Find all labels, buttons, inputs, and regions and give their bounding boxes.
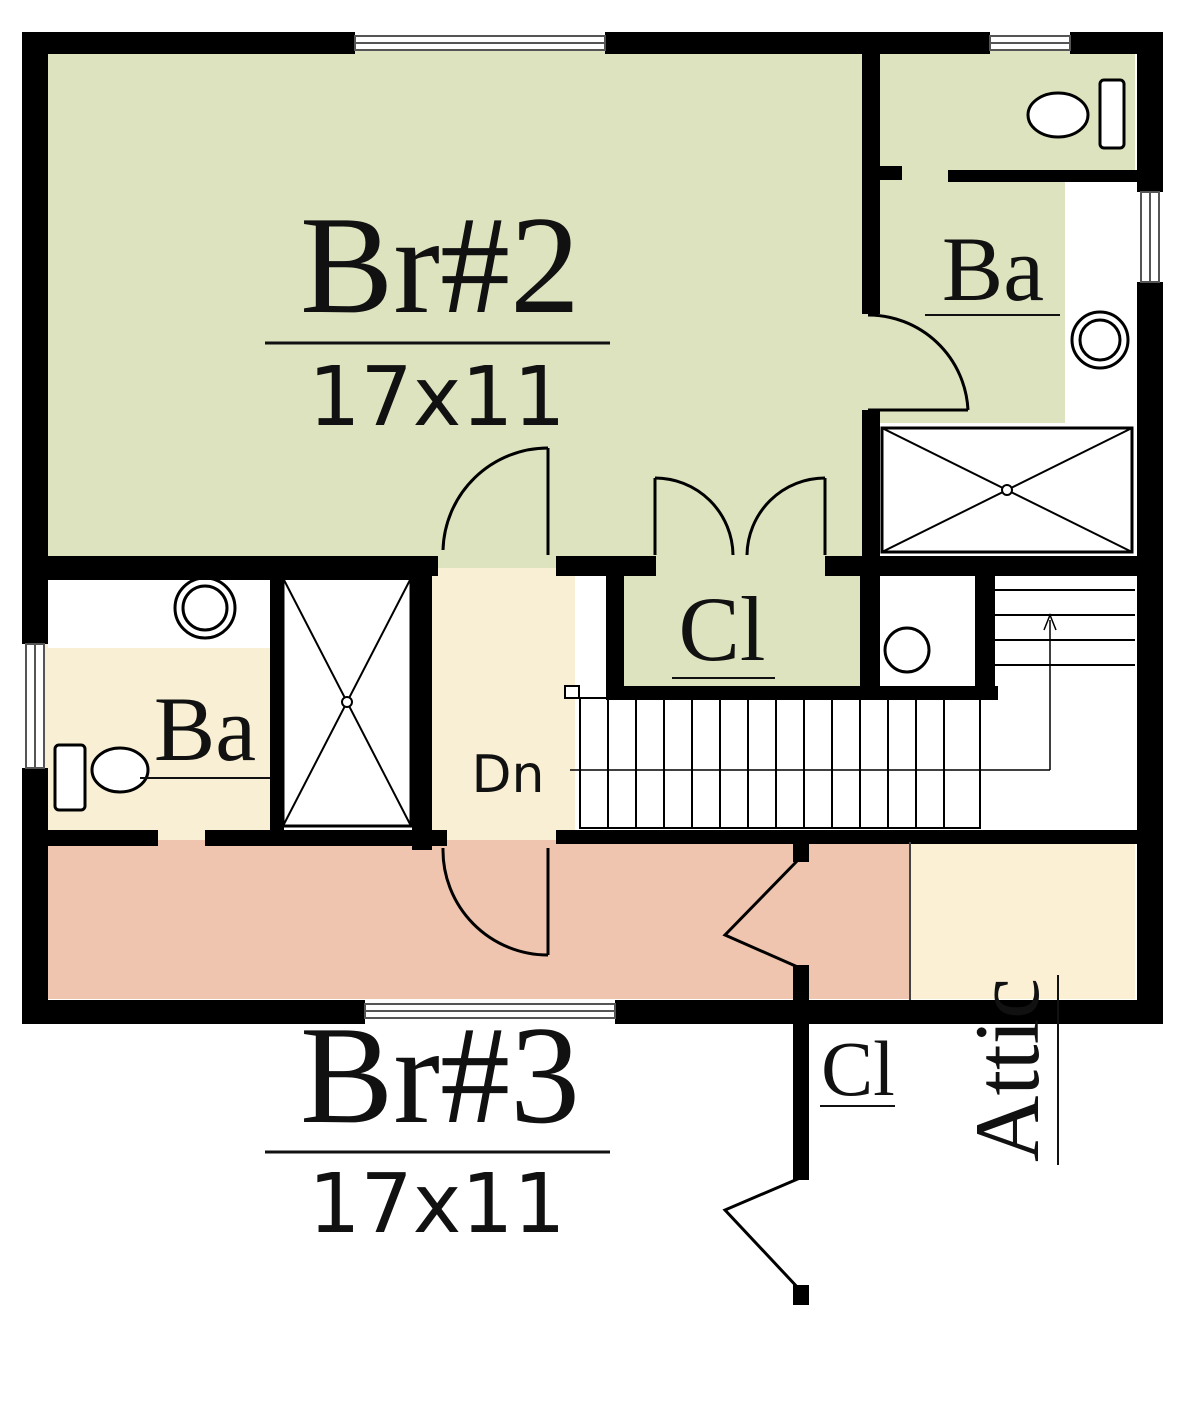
door-bath-upper-swing xyxy=(867,313,970,411)
attic-name: Attic xyxy=(956,978,1058,1162)
wall-closet-lower-mid xyxy=(793,965,809,1180)
stairs-label: Dn xyxy=(472,745,545,805)
staircase xyxy=(564,589,1135,829)
wall-left-top xyxy=(22,32,48,644)
door-closet-bifold-top xyxy=(722,856,802,970)
wall-heater-right xyxy=(975,568,995,698)
wall-bath-upper-partition-right xyxy=(948,170,1138,182)
closet-upper-name: Cl xyxy=(679,578,766,680)
attic-floor xyxy=(910,840,1135,999)
wall-right-bottom xyxy=(1137,282,1163,1005)
bedroom2-size: 17x11 xyxy=(308,350,565,445)
door-br3-swing xyxy=(441,847,549,957)
door-closet-swing-right xyxy=(745,476,826,556)
wall-right-top xyxy=(1137,32,1163,192)
labels: Br#2 17x11 Ba Cl Ba Dn Br#3 17x11 Cl Att… xyxy=(140,188,1060,1252)
bath-upper-name: Ba xyxy=(942,218,1044,320)
lower-sink-inner xyxy=(181,584,229,632)
room-fills xyxy=(40,48,1135,999)
wall-closet-lower-bottom xyxy=(793,1285,809,1305)
wall-hall-left xyxy=(412,568,432,850)
wall-br3-top xyxy=(556,830,1140,844)
wall-lower-bath-bottom-right xyxy=(205,830,447,846)
wall-lower-bath-top xyxy=(40,568,420,580)
wall-bath-upper-left-low xyxy=(862,410,880,575)
closet-lower-name: Cl xyxy=(821,1025,895,1112)
upper-toilet-tank xyxy=(1098,78,1126,150)
upper-toilet-bowl xyxy=(1026,91,1090,139)
upper-bath-vanity-strip xyxy=(1065,180,1135,425)
stair-newel xyxy=(564,685,580,699)
bedroom2-name: Br#2 xyxy=(300,188,580,343)
water-heater xyxy=(883,626,931,674)
doors xyxy=(441,313,970,1292)
wall-bottom-right xyxy=(615,1000,1163,1024)
showers xyxy=(281,426,1134,828)
door-closet-swing-left xyxy=(654,476,735,556)
walls xyxy=(22,32,1163,1305)
closet-lower-floor xyxy=(800,840,910,999)
wall-closet-left xyxy=(606,556,624,698)
shower-drain xyxy=(341,696,353,708)
bedroom3-floor xyxy=(40,840,910,995)
wall-left-bottom xyxy=(22,768,48,1005)
wall-shower-lower-left xyxy=(270,568,284,840)
wall-top-mid xyxy=(605,32,990,54)
wall-closet-right xyxy=(860,556,880,698)
stair-upper-area xyxy=(985,568,1135,693)
lower-bath-vanity-strip xyxy=(48,578,278,648)
bath-lower-name: Ba xyxy=(154,678,256,780)
bedroom3-size: 17x11 xyxy=(308,1157,565,1252)
wall-bath-upper-partition xyxy=(862,166,902,180)
wall-closet-lower-top xyxy=(793,840,809,862)
door-closet-bifold-bottom xyxy=(722,1176,802,1292)
wall-br2-bottom-right xyxy=(825,556,1140,576)
door-br2-swing xyxy=(441,446,549,551)
shower-drain xyxy=(1001,484,1013,496)
lower-toilet-bowl xyxy=(90,746,150,794)
wall-closet-bottom xyxy=(606,686,998,700)
upper-sink-inner xyxy=(1078,318,1122,362)
wall-lower-bath-bottom-left xyxy=(40,830,158,846)
stair-arrow xyxy=(1043,612,1057,631)
stair-run xyxy=(579,697,981,829)
hall-floor xyxy=(425,568,575,840)
fixtures xyxy=(53,78,1130,812)
bedroom2-floor xyxy=(40,48,870,568)
bedroom3-name: Br#3 xyxy=(300,998,580,1153)
lower-toilet-tank xyxy=(53,743,87,812)
wall-top-left xyxy=(22,32,355,54)
bedroom3-floor-lower xyxy=(40,995,910,999)
closet-upper-floor xyxy=(615,568,870,688)
windows xyxy=(25,35,1160,1019)
wall-bottom-left xyxy=(22,1000,365,1024)
